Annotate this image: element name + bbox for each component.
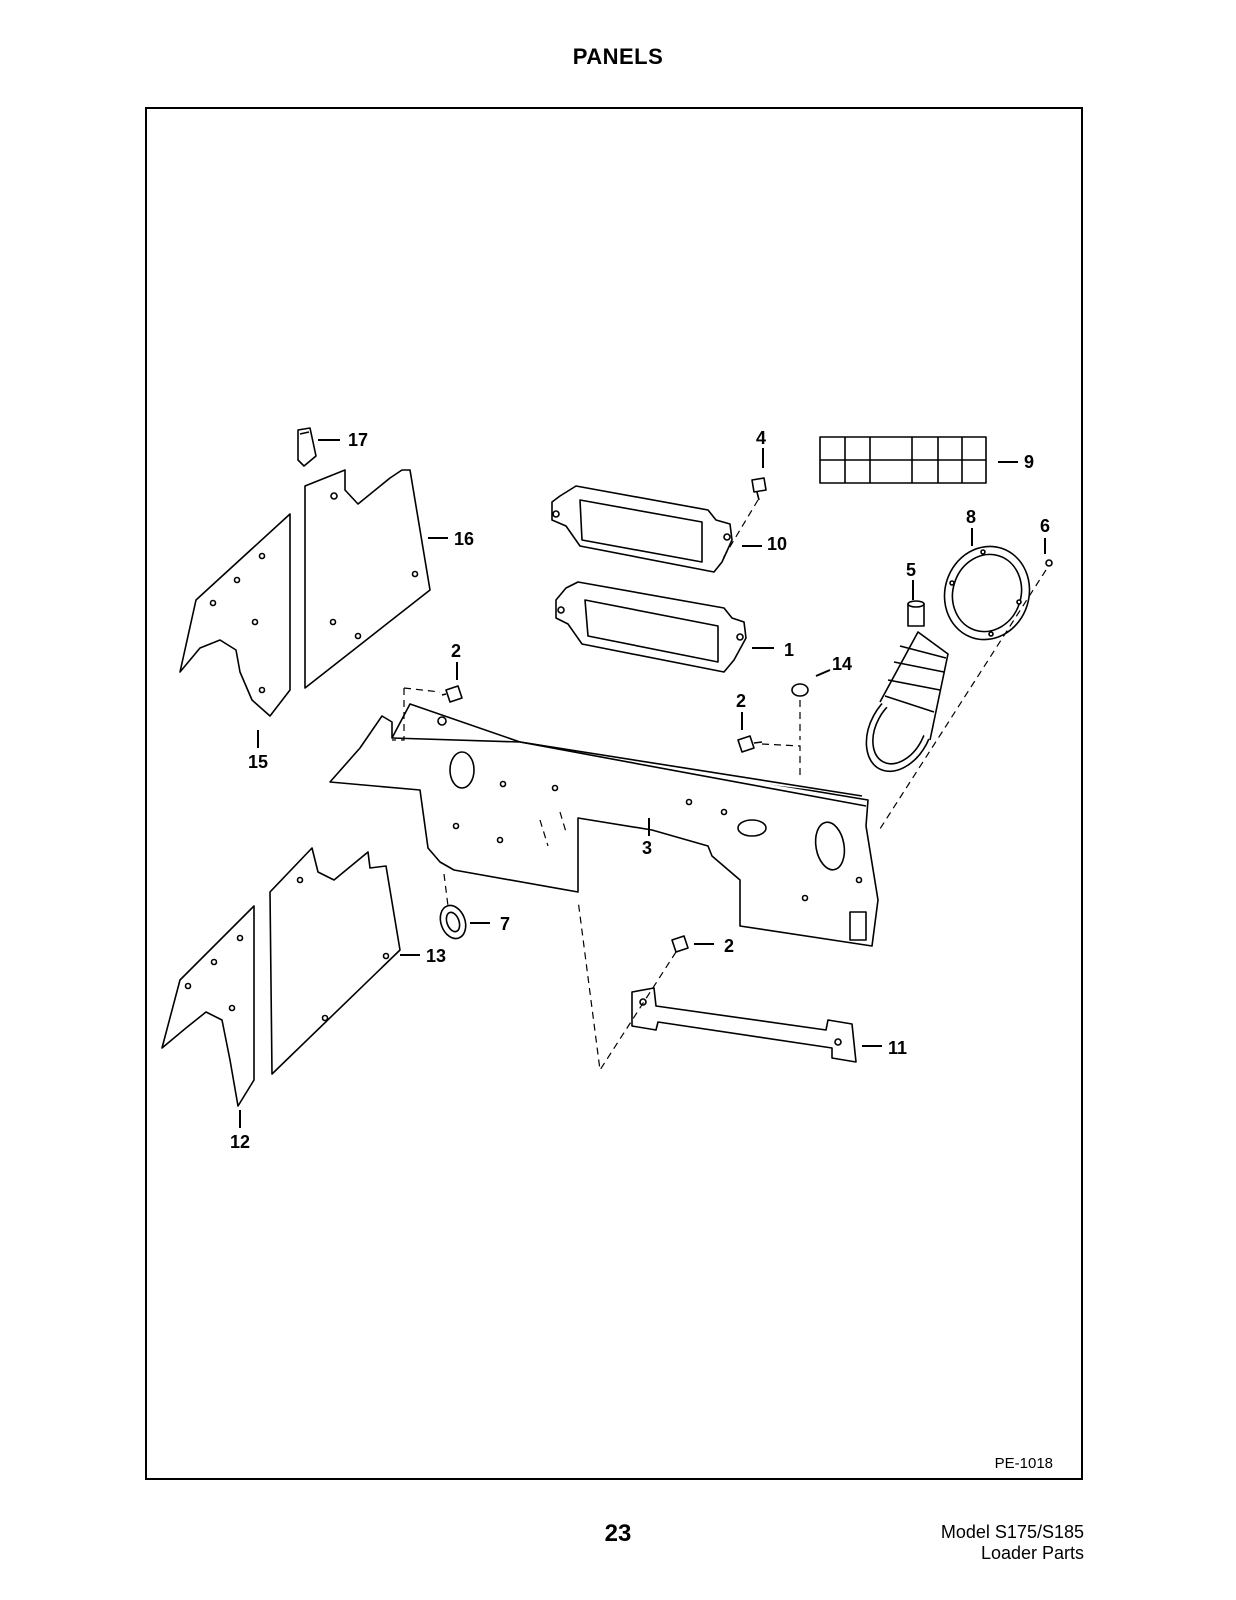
- part-6-screw: [1045, 559, 1053, 567]
- callout-1: 1: [784, 640, 794, 660]
- part-13-panel: [269, 847, 401, 1075]
- part-14-plug: [791, 683, 809, 697]
- part-9-decal: [819, 436, 987, 484]
- diagram-frame: PE-1018: [145, 107, 1083, 1480]
- callout-10: 10: [767, 534, 787, 554]
- callout-3: 3: [642, 838, 652, 858]
- callout-2-upper: 2: [451, 641, 461, 661]
- callout-2-mid: 2: [736, 691, 746, 711]
- footer-model-line: Model S175/S185: [940, 1522, 1084, 1542]
- part-15-panel: [179, 513, 291, 717]
- part-2-bolt-upper: [445, 685, 463, 703]
- callout-7: 7: [500, 914, 510, 934]
- footer-subtitle-line: Loader Parts: [980, 1543, 1084, 1563]
- part-16-panel: [304, 469, 431, 689]
- part-11-bar: [631, 987, 857, 1063]
- footer-model: Model S175/S185 Loader Parts: [941, 1522, 1084, 1564]
- part-4-bolt: [751, 477, 767, 493]
- part-12-panel: [161, 905, 255, 1107]
- page-title: PANELS: [572, 44, 664, 69]
- callout-12: 12: [230, 1132, 250, 1152]
- callout-8: 8: [966, 507, 976, 527]
- part-5-boot: [865, 600, 949, 773]
- callout-13: 13: [426, 946, 446, 966]
- callout-14: 14: [832, 654, 852, 674]
- page-number: 23: [604, 1520, 632, 1547]
- callout-17: 17: [348, 430, 368, 450]
- callout-11: 11: [888, 1038, 907, 1058]
- part-3-bracket: [329, 703, 879, 947]
- callout-4: 4: [756, 428, 766, 448]
- part-2-bolt-mid: [737, 735, 755, 753]
- callout-5: 5: [906, 560, 916, 580]
- figure-reference: PE-1018: [994, 1455, 1053, 1472]
- callout-6: 6: [1040, 516, 1050, 536]
- callout-16: 16: [454, 529, 474, 549]
- part-2-bolt-lower: [671, 935, 689, 953]
- callout-2-lower: 2: [724, 936, 734, 956]
- callout-15: 15: [248, 752, 268, 772]
- callout-9: 9: [1024, 452, 1034, 472]
- part-17-clip: [297, 427, 317, 467]
